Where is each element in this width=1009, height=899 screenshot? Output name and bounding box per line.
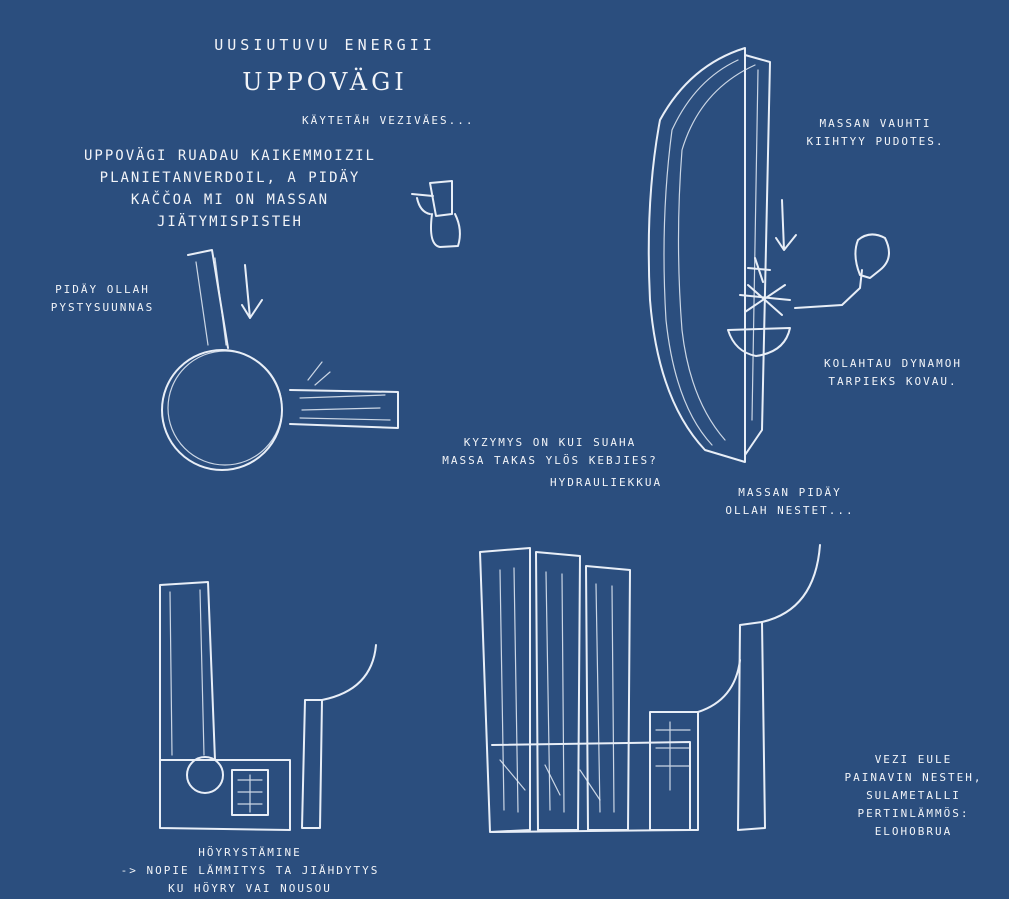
question-note: kyzymys on kui suaha massa takas ylös ke… xyxy=(442,436,658,467)
diagram-subtitle: uusiutuvu energii xyxy=(214,36,436,54)
water-note: vezi eule painavin nesteh, sulametalli p… xyxy=(844,753,983,838)
hydraulic-note: hydrauliekkua xyxy=(550,476,663,489)
speed-note: massan vauhti kiihtyy pudotes. xyxy=(806,117,945,148)
wheel-tube-sketch xyxy=(161,249,399,471)
liquid-note: massan pidäy ollah nestet... xyxy=(725,486,855,517)
small-tank-sketch xyxy=(411,180,461,248)
fall-tower-sketch xyxy=(647,47,890,463)
steam-tower-sketch xyxy=(159,581,377,831)
vertical-note: pidäy ollah pystysuunnas xyxy=(50,283,155,314)
tagline-label: käytetäh veziväes... xyxy=(302,114,475,127)
intro-paragraph: Uppovägi ruadau kaikemmoizil planietanve… xyxy=(83,148,376,230)
hydraulic-columns-sketch xyxy=(479,544,821,833)
diagram-title: Uppovägi xyxy=(242,68,408,96)
steam-note: höyrystämine -> nopie lämmitys ta jiähdy… xyxy=(120,846,380,895)
dynamo-note: kolahtau dynamoh tarpieks kovau. xyxy=(824,357,962,388)
